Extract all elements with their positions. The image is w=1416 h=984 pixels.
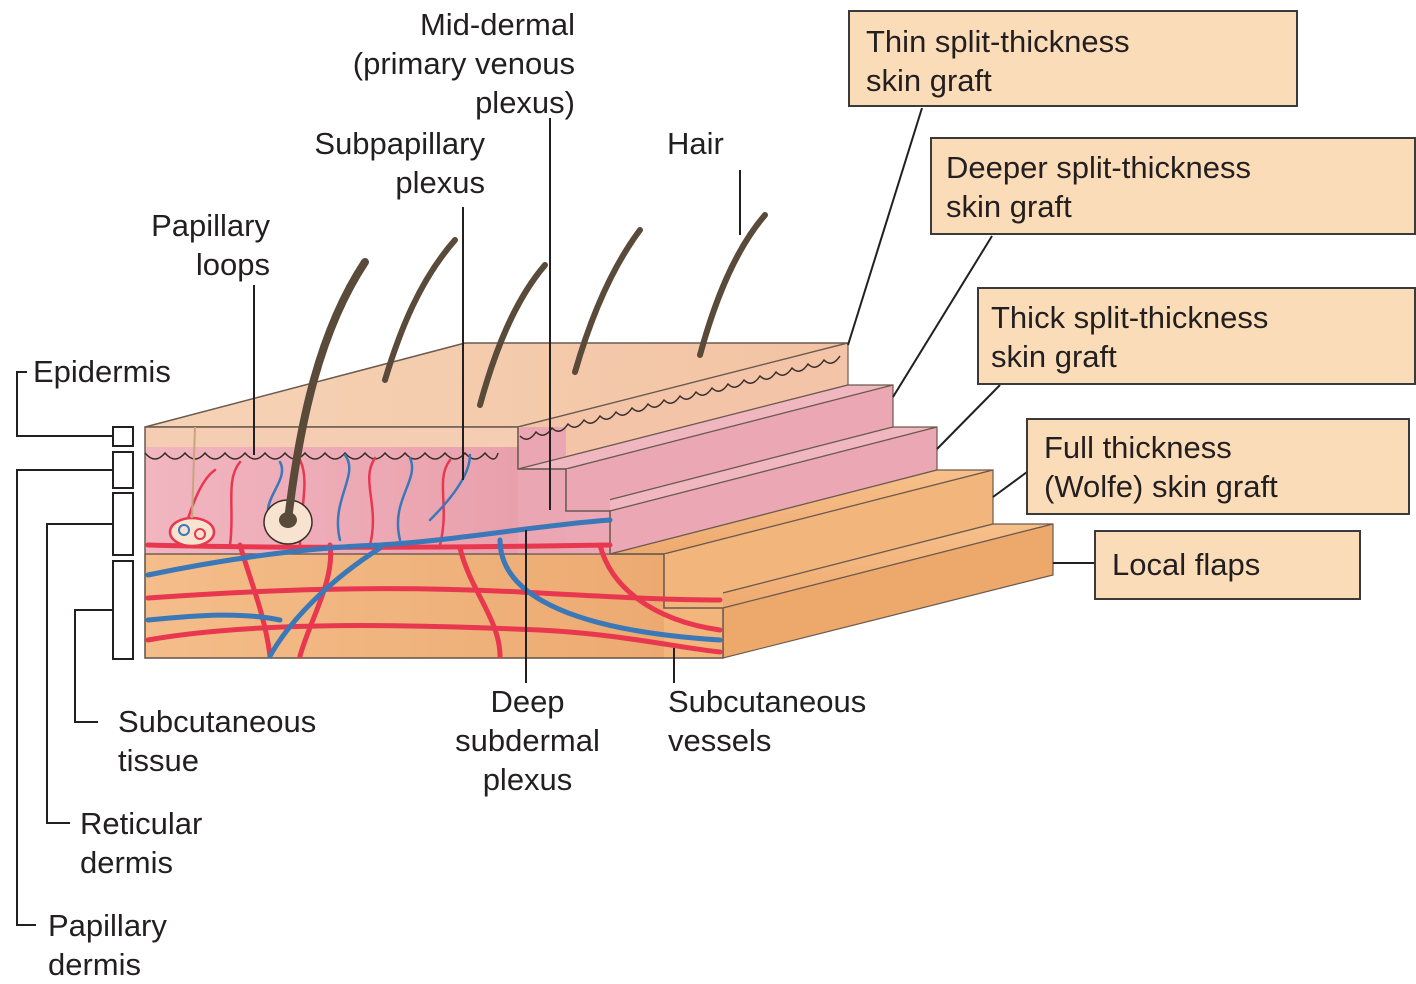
label-subcutaneous-vessels: Subcutaneous vessels (668, 682, 866, 760)
box-deeper-line1: Deeper split-thickness (946, 148, 1414, 187)
label-subcutaneous-tissue-line1: Subcutaneous (118, 702, 316, 741)
box-full-thickness-wolfe: Full thickness (Wolfe) skin graft (1026, 418, 1410, 515)
box-thin-split-thickness: Thin split-thickness skin graft (848, 10, 1298, 107)
box-thick-line2: skin graft (991, 337, 1414, 376)
subcutaneous-front-face (145, 554, 723, 658)
label-papillary-dermis-line1: Papillary (48, 906, 167, 945)
label-subcutaneous-tissue: Subcutaneous tissue (118, 702, 316, 780)
box-thin-line1: Thin split-thickness (866, 22, 1296, 61)
box-thick-line1: Thick split-thickness (991, 298, 1414, 337)
label-hair: Hair (667, 124, 724, 163)
box-thin-line2: skin graft (866, 61, 1296, 100)
label-subpapillary-line1: Subpapillary (190, 124, 485, 163)
label-papillary-dermis-line2: dermis (48, 945, 167, 984)
subcutaneous-step-face (664, 554, 723, 658)
label-reticular-dermis: Reticular dermis (80, 804, 202, 882)
label-papillary-loops-line1: Papillary (60, 206, 270, 245)
box-full-line2: (Wolfe) skin graft (1044, 467, 1408, 506)
label-epidermis: Epidermis (33, 352, 171, 391)
box-full-line1: Full thickness (1044, 428, 1408, 467)
box-thick-split-thickness: Thick split-thickness skin graft (977, 287, 1416, 385)
label-deep-subdermal-plexus: Deep subdermal plexus (410, 682, 645, 799)
box-local-flaps-line1: Local flaps (1112, 545, 1359, 584)
box-deeper-split-thickness: Deeper split-thickness skin graft (930, 137, 1416, 235)
label-deep-subdermal-line2: subdermal (410, 721, 645, 760)
label-subcutaneous-tissue-line2: tissue (118, 741, 316, 780)
label-reticular-dermis-line2: dermis (80, 843, 202, 882)
label-subpapillary-plexus: Subpapillary plexus (190, 124, 485, 202)
label-papillary-loops-line2: loops (60, 245, 270, 284)
label-papillary-dermis: Papillary dermis (48, 906, 167, 984)
label-papillary-loops: Papillary loops (60, 206, 270, 284)
label-deep-subdermal-line1: Deep (410, 682, 645, 721)
label-subcutaneous-vessels-line2: vessels (668, 721, 866, 760)
label-mid-dermal-line2: (primary venous (230, 44, 575, 83)
label-subcutaneous-vessels-line1: Subcutaneous (668, 682, 866, 721)
label-deep-subdermal-line3: plexus (410, 760, 645, 799)
label-mid-dermal-line3: plexus) (230, 83, 575, 122)
box-local-flaps: Local flaps (1094, 530, 1361, 600)
label-mid-dermal: Mid-dermal (primary venous plexus) (230, 5, 575, 122)
label-subpapillary-line2: plexus (190, 163, 485, 202)
label-reticular-dermis-line1: Reticular (80, 804, 202, 843)
box-deeper-line2: skin graft (946, 187, 1414, 226)
label-mid-dermal-line1: Mid-dermal (230, 5, 575, 44)
